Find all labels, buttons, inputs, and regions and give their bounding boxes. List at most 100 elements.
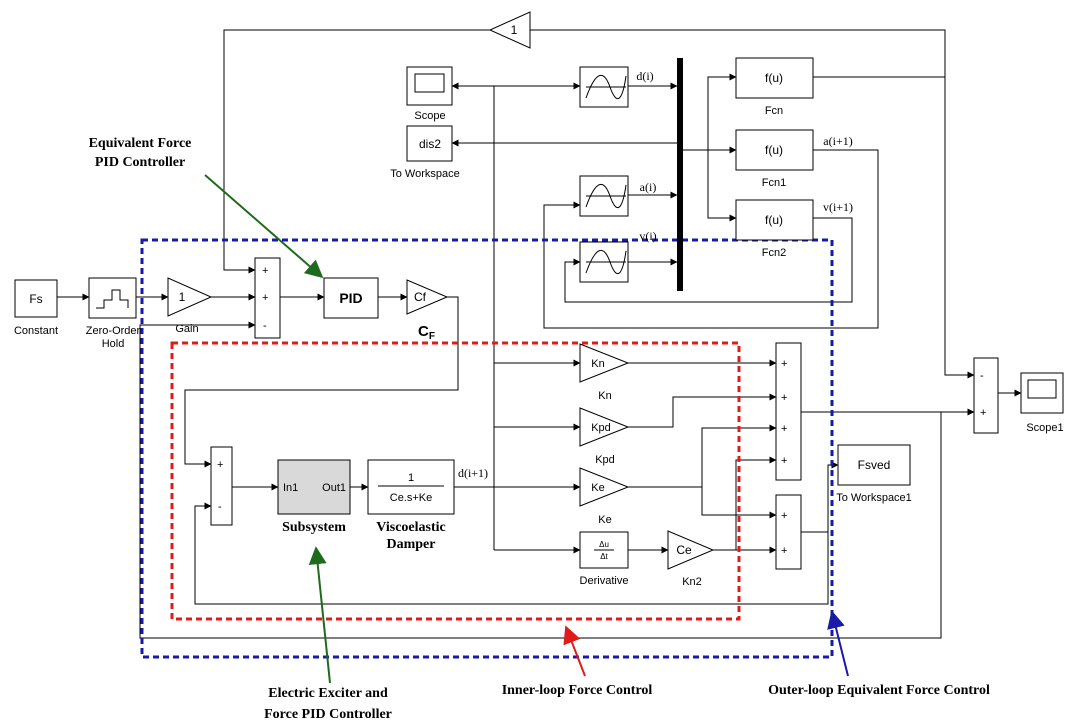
- signal-v-i: v(i): [639, 229, 656, 243]
- gain-label: Gain: [175, 323, 198, 335]
- kpd-label: Kpd: [595, 454, 615, 466]
- exciter-annotation: Electric Exciter and Force PID Controlle…: [264, 546, 392, 722]
- derivative-label: Derivative: [580, 575, 629, 587]
- ke-value: Ke: [591, 482, 604, 494]
- gain-value: 1: [179, 290, 186, 304]
- ke-label: Ke: [598, 514, 611, 526]
- fcn1-block[interactable]: f(u) Fcn1 a(i+1): [735, 129, 853, 189]
- eq-pid-arrow: [204, 174, 324, 279]
- to-workspace-label: To Workspace: [390, 168, 460, 180]
- sum-big-sign-3: +: [781, 423, 787, 435]
- sum-big-block[interactable]: + + + +: [775, 342, 802, 481]
- constant-label: Constant: [14, 325, 58, 337]
- signal-a-i: a(i): [640, 180, 657, 194]
- to-workspace1-label: To Workspace1: [836, 492, 912, 504]
- subsystem-label: Subsystem: [282, 520, 346, 535]
- inner-loop-label: Inner-loop Force Control: [502, 683, 653, 698]
- kpd-block[interactable]: Kpd Kpd: [579, 407, 630, 466]
- zero-order-hold-block[interactable]: Zero-Order Hold: [86, 277, 141, 350]
- signal-d-i: d(i): [636, 69, 653, 83]
- eq-pid-label-2: PID Controller: [95, 155, 185, 170]
- scope-label: Scope: [414, 110, 445, 122]
- kn-label: Kn: [598, 390, 611, 402]
- kn2-value: Ce: [676, 543, 692, 557]
- lookup-v-block[interactable]: v(i): [579, 229, 657, 283]
- signal-a-i1: a(i+1): [823, 134, 852, 148]
- pid-block[interactable]: PID: [323, 277, 379, 319]
- signal-v-i1: v(i+1): [823, 200, 853, 214]
- damper-label-1: Viscoelastic: [376, 520, 445, 535]
- scope1-block[interactable]: Scope1: [1020, 372, 1064, 434]
- kn2-block[interactable]: Ce Kn2: [667, 530, 715, 588]
- outer-loop-label: Outer-loop Equivalent Force Control: [768, 683, 990, 698]
- pid-label: PID: [339, 290, 362, 306]
- subsystem-out: Out1: [322, 482, 346, 494]
- signal-wires: [57, 29, 1022, 639]
- fcn2-label: Fcn2: [762, 247, 786, 259]
- sum-inner-sign-2: -: [218, 501, 222, 513]
- to-workspace-block[interactable]: dis2 To Workspace: [390, 125, 460, 180]
- ke-block[interactable]: Ke Ke: [579, 467, 630, 526]
- kn2-label: Kn2: [682, 576, 702, 588]
- sum-outer-sign-2: +: [262, 292, 268, 304]
- zoh-label-2: Hold: [102, 338, 125, 350]
- sum-outer-sign-1: +: [262, 265, 268, 277]
- zoh-label-1: Zero-Order: [86, 325, 141, 337]
- gain-top-block[interactable]: 1: [488, 11, 531, 49]
- exciter-label-1: Electric Exciter and: [268, 686, 388, 701]
- eq-pid-label-1: Equivalent Force: [89, 136, 192, 151]
- sum-outer-sign-3: -: [263, 320, 267, 332]
- sum-outer-block[interactable]: + + -: [254, 257, 281, 339]
- damper-tf-block[interactable]: 1 Ce.s+Ke Viscoelastic Damper d(i+1): [367, 459, 488, 552]
- fcn2-block[interactable]: f(u) Fcn2 v(i+1): [735, 199, 853, 259]
- constant-block[interactable]: Fs Constant: [14, 279, 58, 337]
- sum-big-sign-4: +: [781, 455, 787, 467]
- sum-big-sign-1: +: [781, 358, 787, 370]
- to-workspace1-block[interactable]: Fsved To Workspace1: [836, 444, 912, 504]
- sum-small-sign-1: +: [781, 510, 787, 522]
- outer-loop-arrow: [827, 610, 849, 677]
- kpd-value: Kpd: [591, 422, 611, 434]
- subsystem-block[interactable]: In1 Out1 Subsystem: [277, 459, 351, 535]
- exciter-arrow: [308, 546, 331, 684]
- subsystem-in: In1: [283, 482, 298, 494]
- scope-block[interactable]: Scope: [406, 66, 453, 122]
- constant-value: Fs: [29, 292, 42, 306]
- scope1-label: Scope1: [1026, 422, 1063, 434]
- lookup-a-block[interactable]: a(i): [579, 175, 657, 217]
- inner-loop-box: [170, 341, 741, 621]
- cf-block[interactable]: Cf CF: [406, 279, 449, 342]
- mux-block[interactable]: [677, 58, 683, 291]
- cf-label: CF: [418, 323, 435, 342]
- sum-inner-block[interactable]: + -: [210, 446, 233, 526]
- derivative-num: Δu: [599, 540, 609, 549]
- fsved-value: Fsved: [858, 458, 891, 472]
- sum-small-sign-2: +: [781, 545, 787, 557]
- gain-block[interactable]: 1 Gain: [167, 277, 213, 335]
- outer-loop-box: [140, 238, 834, 659]
- outer-loop-annotation: Outer-loop Equivalent Force Control: [768, 610, 990, 698]
- kn-value: Kn: [591, 358, 604, 370]
- tf-numerator: 1: [408, 472, 414, 484]
- sum-right-sign-1: -: [980, 370, 984, 382]
- damper-label-2: Damper: [387, 537, 436, 552]
- sum-big-sign-2: +: [781, 392, 787, 404]
- derivative-den: Δt: [600, 552, 608, 561]
- lookup-d-block[interactable]: d(i): [579, 66, 654, 108]
- inner-loop-arrow: [563, 625, 586, 677]
- sum-small-block[interactable]: + +: [775, 494, 802, 570]
- fcn2-content: f(u): [765, 213, 783, 227]
- kn-block[interactable]: Kn Kn: [579, 343, 630, 402]
- signal-d-i1: d(i+1): [458, 466, 488, 480]
- fcn1-content: f(u): [765, 143, 783, 157]
- fcn-block[interactable]: f(u) Fcn: [735, 57, 814, 117]
- inner-loop-annotation: Inner-loop Force Control: [502, 625, 653, 698]
- sum-right-block[interactable]: - +: [973, 357, 999, 434]
- cf-value: Cf: [414, 290, 427, 304]
- sum-right-sign-2: +: [980, 407, 986, 419]
- derivative-block[interactable]: Δu Δt Derivative: [579, 531, 629, 587]
- dis2-value: dis2: [419, 137, 441, 151]
- sum-inner-sign-1: +: [217, 459, 223, 471]
- gain-top-value: 1: [511, 23, 518, 37]
